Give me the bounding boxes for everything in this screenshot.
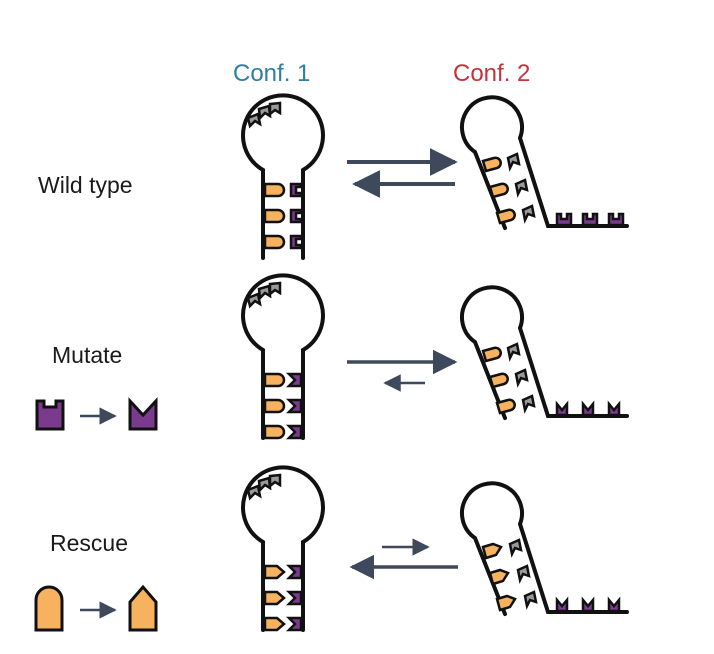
conf2-structure-mutate xyxy=(460,285,629,420)
conf2-structure-rescue xyxy=(460,481,629,616)
equilibrium-arrows-mutate xyxy=(347,349,458,392)
purple-cup-base-icon xyxy=(35,399,65,431)
orange-rounded-base-icon xyxy=(34,585,64,632)
conf2-structure-wild-type xyxy=(460,95,629,230)
equilibrium-arrows-wild-type xyxy=(347,148,458,198)
wild-type-row xyxy=(241,93,629,260)
rescue-row xyxy=(34,465,629,632)
mutation-legend xyxy=(35,397,158,431)
mutate-row xyxy=(35,273,629,440)
row-label-mutate: Mutate xyxy=(52,342,123,368)
conf1-hairpin-rescue xyxy=(241,465,325,632)
orange-pointed-base-icon xyxy=(128,584,158,632)
conf1-hairpin-mutate xyxy=(241,273,325,440)
rescue-legend xyxy=(34,584,158,632)
conformation-2-header: Conf. 2 xyxy=(453,60,531,87)
purple-v-base-icon xyxy=(128,397,158,431)
equilibrium-arrows-rescue xyxy=(349,538,458,580)
conformation-1-header: Conf. 1 xyxy=(233,60,311,87)
row-label-rescue: Rescue xyxy=(50,530,128,556)
conf1-hairpin-wild-type xyxy=(241,93,325,260)
row-label-wild-type: Wild type xyxy=(38,172,133,198)
